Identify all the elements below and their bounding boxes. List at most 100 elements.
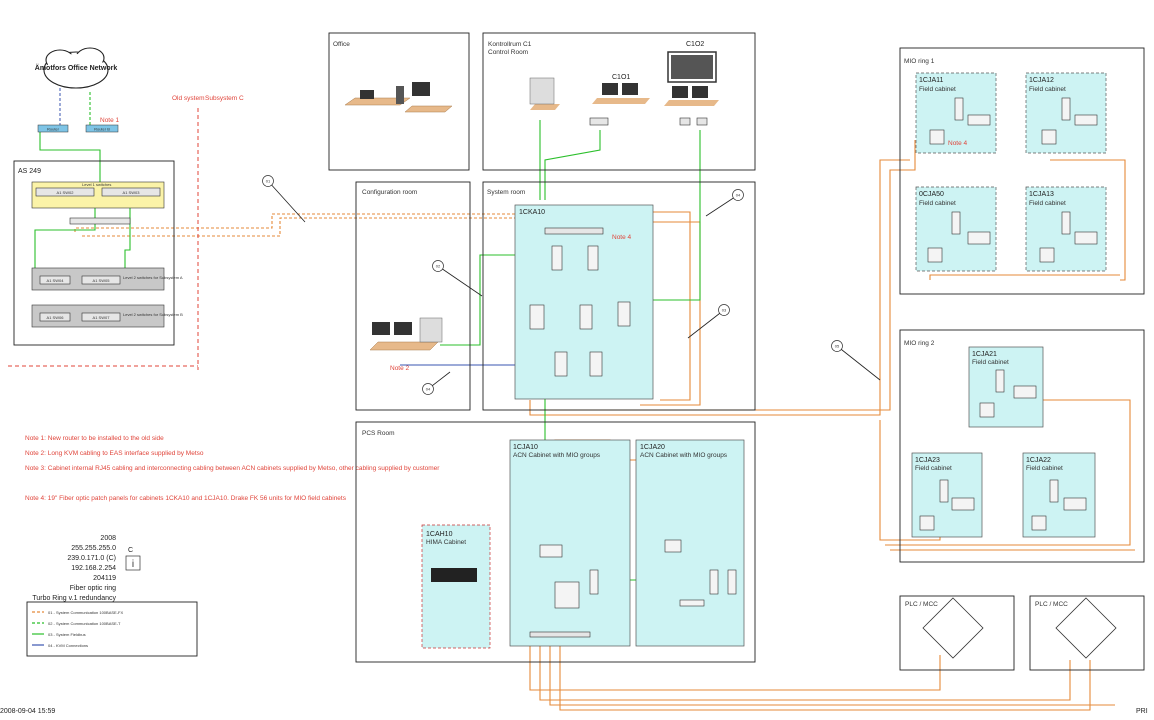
legend-3: 03 - System Fieldbus: [48, 632, 86, 637]
note2-label: Note 2: [390, 365, 410, 372]
s1-label: A1 SW04: [47, 278, 65, 283]
plc1-label: PLC / MCC: [905, 601, 938, 608]
info-year: 2008: [100, 535, 116, 542]
svg-text:01: 01: [266, 179, 271, 184]
note-3-text: Note 3: Cabinet internal RJ45 cabling an…: [25, 465, 440, 472]
mio1-cab1-note: Note 4: [948, 140, 968, 147]
cja20-label: 1CJA20: [640, 444, 665, 451]
note4-label: Note 4: [612, 234, 632, 241]
router-box: [37, 124, 69, 133]
svg-text:05: 05: [835, 344, 840, 349]
office-title: Office: [333, 41, 350, 48]
ref-circle-05: [831, 340, 843, 352]
footer-date: 2008-09-04 15:59: [0, 708, 55, 715]
footer-corner: PRI: [1136, 708, 1148, 715]
office-network-cloud: Ämotfors Office Network: [35, 47, 118, 89]
cah10-sub: HIMA Cabinet: [426, 539, 466, 546]
c1o2-label: C1O2: [686, 41, 704, 48]
mio1-cab3-id: 0CJA50: [919, 191, 944, 198]
old-system-label: Old system: [172, 95, 205, 102]
svg-text:04: 04: [426, 387, 431, 392]
mio-ring-1: MIO ring 1 1CJA11 Field cabinet Note 4 1…: [899, 47, 1145, 295]
config-title: Configuration room: [362, 189, 417, 196]
level2b-label: Level 2 switches for Subsystem B: [123, 312, 183, 317]
control-subtitle: Control Room: [488, 49, 528, 56]
plc-mcc-1: PLC / MCC: [899, 595, 1015, 671]
note-4-text: Note 4: 19" Fiber optic patch panels for…: [25, 495, 347, 502]
s4-label: A1 SW07: [93, 315, 111, 320]
info-icon: [125, 555, 141, 571]
as249-box: AS 249 Level 1 switches A1 SW02 A1 SW03 …: [13, 160, 183, 346]
mio2-cab3-id: 1CJA22: [1026, 457, 1051, 464]
mio1-cab1-sub: Field cabinet: [919, 86, 956, 93]
as249-title: AS 249: [18, 168, 41, 175]
svg-text:i: i: [132, 559, 134, 570]
c1o1-label: C1O1: [612, 74, 630, 81]
legend-box: 01 - System Communication 100BASE-FX 02 …: [26, 601, 198, 657]
sw1-label: A1 SW02: [57, 190, 75, 195]
router-label: Router: [47, 127, 60, 132]
ref-circle-04: [732, 189, 744, 201]
s2-label: A1 SW05: [93, 278, 111, 283]
level1-label: Level 1 switches: [82, 182, 111, 187]
mio1-cab1-id: 1CJA11: [919, 77, 943, 84]
router-b-box: [85, 124, 119, 133]
mio1-cab4-sub: Field cabinet: [1029, 200, 1066, 207]
control-room: Kontrollrum C1 Control Room C1O1 C1O2: [482, 32, 756, 171]
ref-circle-02: [432, 260, 444, 272]
level2a-label: Level 2 switches for Subsystem A: [123, 275, 183, 280]
ref-circle-01: [262, 175, 274, 187]
mio1-title: MIO ring 1: [904, 58, 935, 65]
ref-circle-03: [718, 304, 730, 316]
mio2-cab2-id: 1CJA23: [915, 457, 940, 464]
cja10-label: 1CJA10: [513, 444, 538, 451]
info-redundancy: Turbo Ring v.1 redundancy: [32, 595, 116, 602]
mio2-cab3-sub: Field cabinet: [1026, 465, 1063, 472]
cah10-label: 1CAH10: [426, 531, 453, 538]
router-b-label: Router B: [94, 127, 110, 132]
svg-text:02: 02: [436, 264, 441, 269]
svg-text:03: 03: [722, 308, 727, 313]
subsystem-c-label: Subsystem C: [205, 95, 244, 102]
plc-mcc-2: PLC / MCC: [1029, 595, 1145, 671]
info-code: 204119: [93, 575, 116, 582]
configuration-room: Configuration room Note 2: [355, 181, 471, 411]
system-title: System room: [487, 189, 525, 196]
control-title: Kontrollrum C1: [488, 41, 532, 48]
info-ring: Fiber optic ring: [70, 585, 116, 592]
mio1-cab2-sub: Field cabinet: [1029, 86, 1066, 93]
mio1-cab3-sub: Field cabinet: [919, 200, 956, 207]
legend-2: 02 - System Communication 100BASE-T: [48, 621, 121, 626]
legend-1: 01 - System Communication 100BASE-FX: [48, 610, 123, 615]
legend-4: 04 - KVM Connections: [48, 643, 88, 648]
note-1-text: Note 1: New router to be installed to th…: [25, 435, 164, 442]
info-rev: C: [128, 547, 133, 554]
pcs-title: PCS Room: [362, 430, 395, 437]
info-mask: 255.255.255.0: [71, 545, 116, 552]
info-addr1: 239.0.171.0 (C): [67, 555, 116, 562]
note1-label: Note 1: [100, 117, 120, 124]
info-addr2: 192.168.2.254: [71, 565, 116, 572]
sw2-label: A1 SW03: [123, 190, 141, 195]
system-room: System room 1CKA10 Note 4: [482, 181, 756, 411]
mio2-cab2-sub: Field cabinet: [915, 465, 952, 472]
mio1-cab2-id: 1CJA12: [1029, 77, 1054, 84]
ref-circle-06: [422, 383, 434, 395]
svg-text:04: 04: [736, 193, 741, 198]
mio1-cab4-id: 1CJA13: [1029, 191, 1054, 198]
mio2-cab1-sub: Field cabinet: [972, 359, 1009, 366]
s3-label: A1 SW06: [47, 315, 65, 320]
mio-ring-2: MIO ring 2 1CJA21 Field cabinet 1CJA23 F…: [899, 329, 1145, 563]
mio2-cab1-id: 1CJA21: [972, 351, 997, 358]
office-room: Office: [328, 32, 470, 171]
cja20-sub: ACN Cabinet with MIO groups: [640, 452, 728, 459]
mio2-title: MIO ring 2: [904, 340, 935, 347]
plc2-label: PLC / MCC: [1035, 601, 1068, 608]
note-2-text: Note 2: Long KVM cabling to EAS interfac…: [25, 450, 204, 457]
cja10-sub: ACN Cabinet with MIO groups: [513, 452, 601, 459]
pcs-room: PCS Room 1CJA10 ACN Cabinet with MIO gro…: [355, 421, 756, 663]
info-block: 2008 255.255.255.0 239.0.171.0 (C) 192.1…: [32, 535, 141, 602]
cka10-label: 1CKA10: [519, 209, 545, 216]
cloud-label: Ämotfors Office Network: [35, 64, 118, 72]
